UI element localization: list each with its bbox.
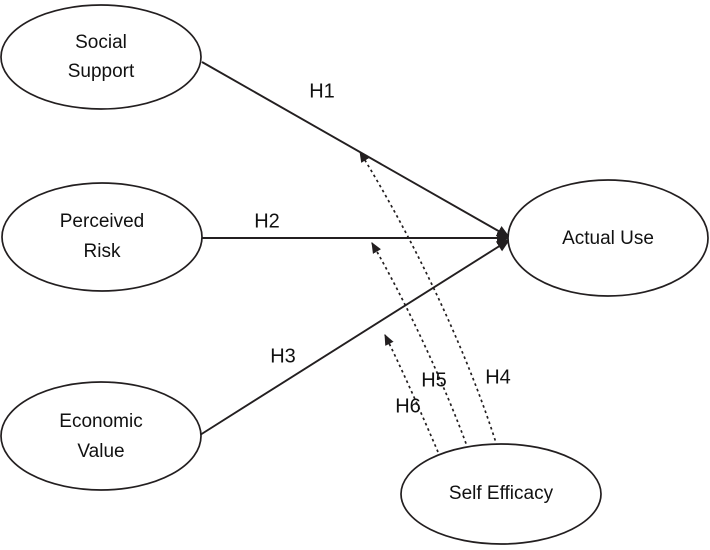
economic-value-label-line1: Economic (59, 411, 142, 432)
node-actual-use[interactable]: Actual Use (507, 179, 709, 297)
path-h2-label: H2 (254, 210, 280, 232)
node-social-support[interactable]: Social Support (0, 4, 202, 110)
node-economic-value[interactable]: Economic Value (0, 381, 202, 491)
path-h1-group: H1 (201, 61, 511, 238)
perceived-risk-ellipse[interactable] (1, 182, 203, 292)
social-support-ellipse[interactable] (0, 4, 202, 110)
node-self-efficacy[interactable]: Self Efficacy (400, 443, 602, 545)
path-h6-line (384, 334, 439, 453)
actual-use-ellipse[interactable] (507, 179, 709, 297)
path-h4-group: H4 (359, 151, 511, 447)
path-h2-group: H2 (202, 210, 511, 244)
path-h1-label: H1 (309, 80, 335, 102)
economic-value-ellipse[interactable] (0, 381, 202, 491)
path-h1-line (201, 61, 511, 238)
actual-use-label: Actual Use (562, 228, 654, 249)
path-h6-label: H6 (395, 395, 421, 417)
path-h3-line (199, 239, 511, 436)
self-efficacy-label: Self Efficacy (449, 483, 554, 504)
path-h3-group: H3 (199, 239, 511, 436)
economic-value-label-line2: Value (77, 441, 124, 462)
path-h5-group: H5 (371, 242, 469, 450)
path-h5-label: H5 (421, 369, 447, 391)
perceived-risk-label-line2: Risk (84, 241, 121, 262)
social-support-label-line2: Support (68, 61, 135, 82)
path-h4-label: H4 (485, 366, 511, 388)
path-h4-line (359, 151, 498, 447)
self-efficacy-ellipse[interactable] (400, 443, 602, 545)
node-perceived-risk[interactable]: Perceived Risk (1, 182, 203, 292)
path-h3-label: H3 (270, 345, 296, 367)
social-support-label-line1: Social (75, 32, 127, 53)
perceived-risk-label-line1: Perceived (60, 211, 145, 232)
path-h6-group: H6 (384, 334, 439, 453)
